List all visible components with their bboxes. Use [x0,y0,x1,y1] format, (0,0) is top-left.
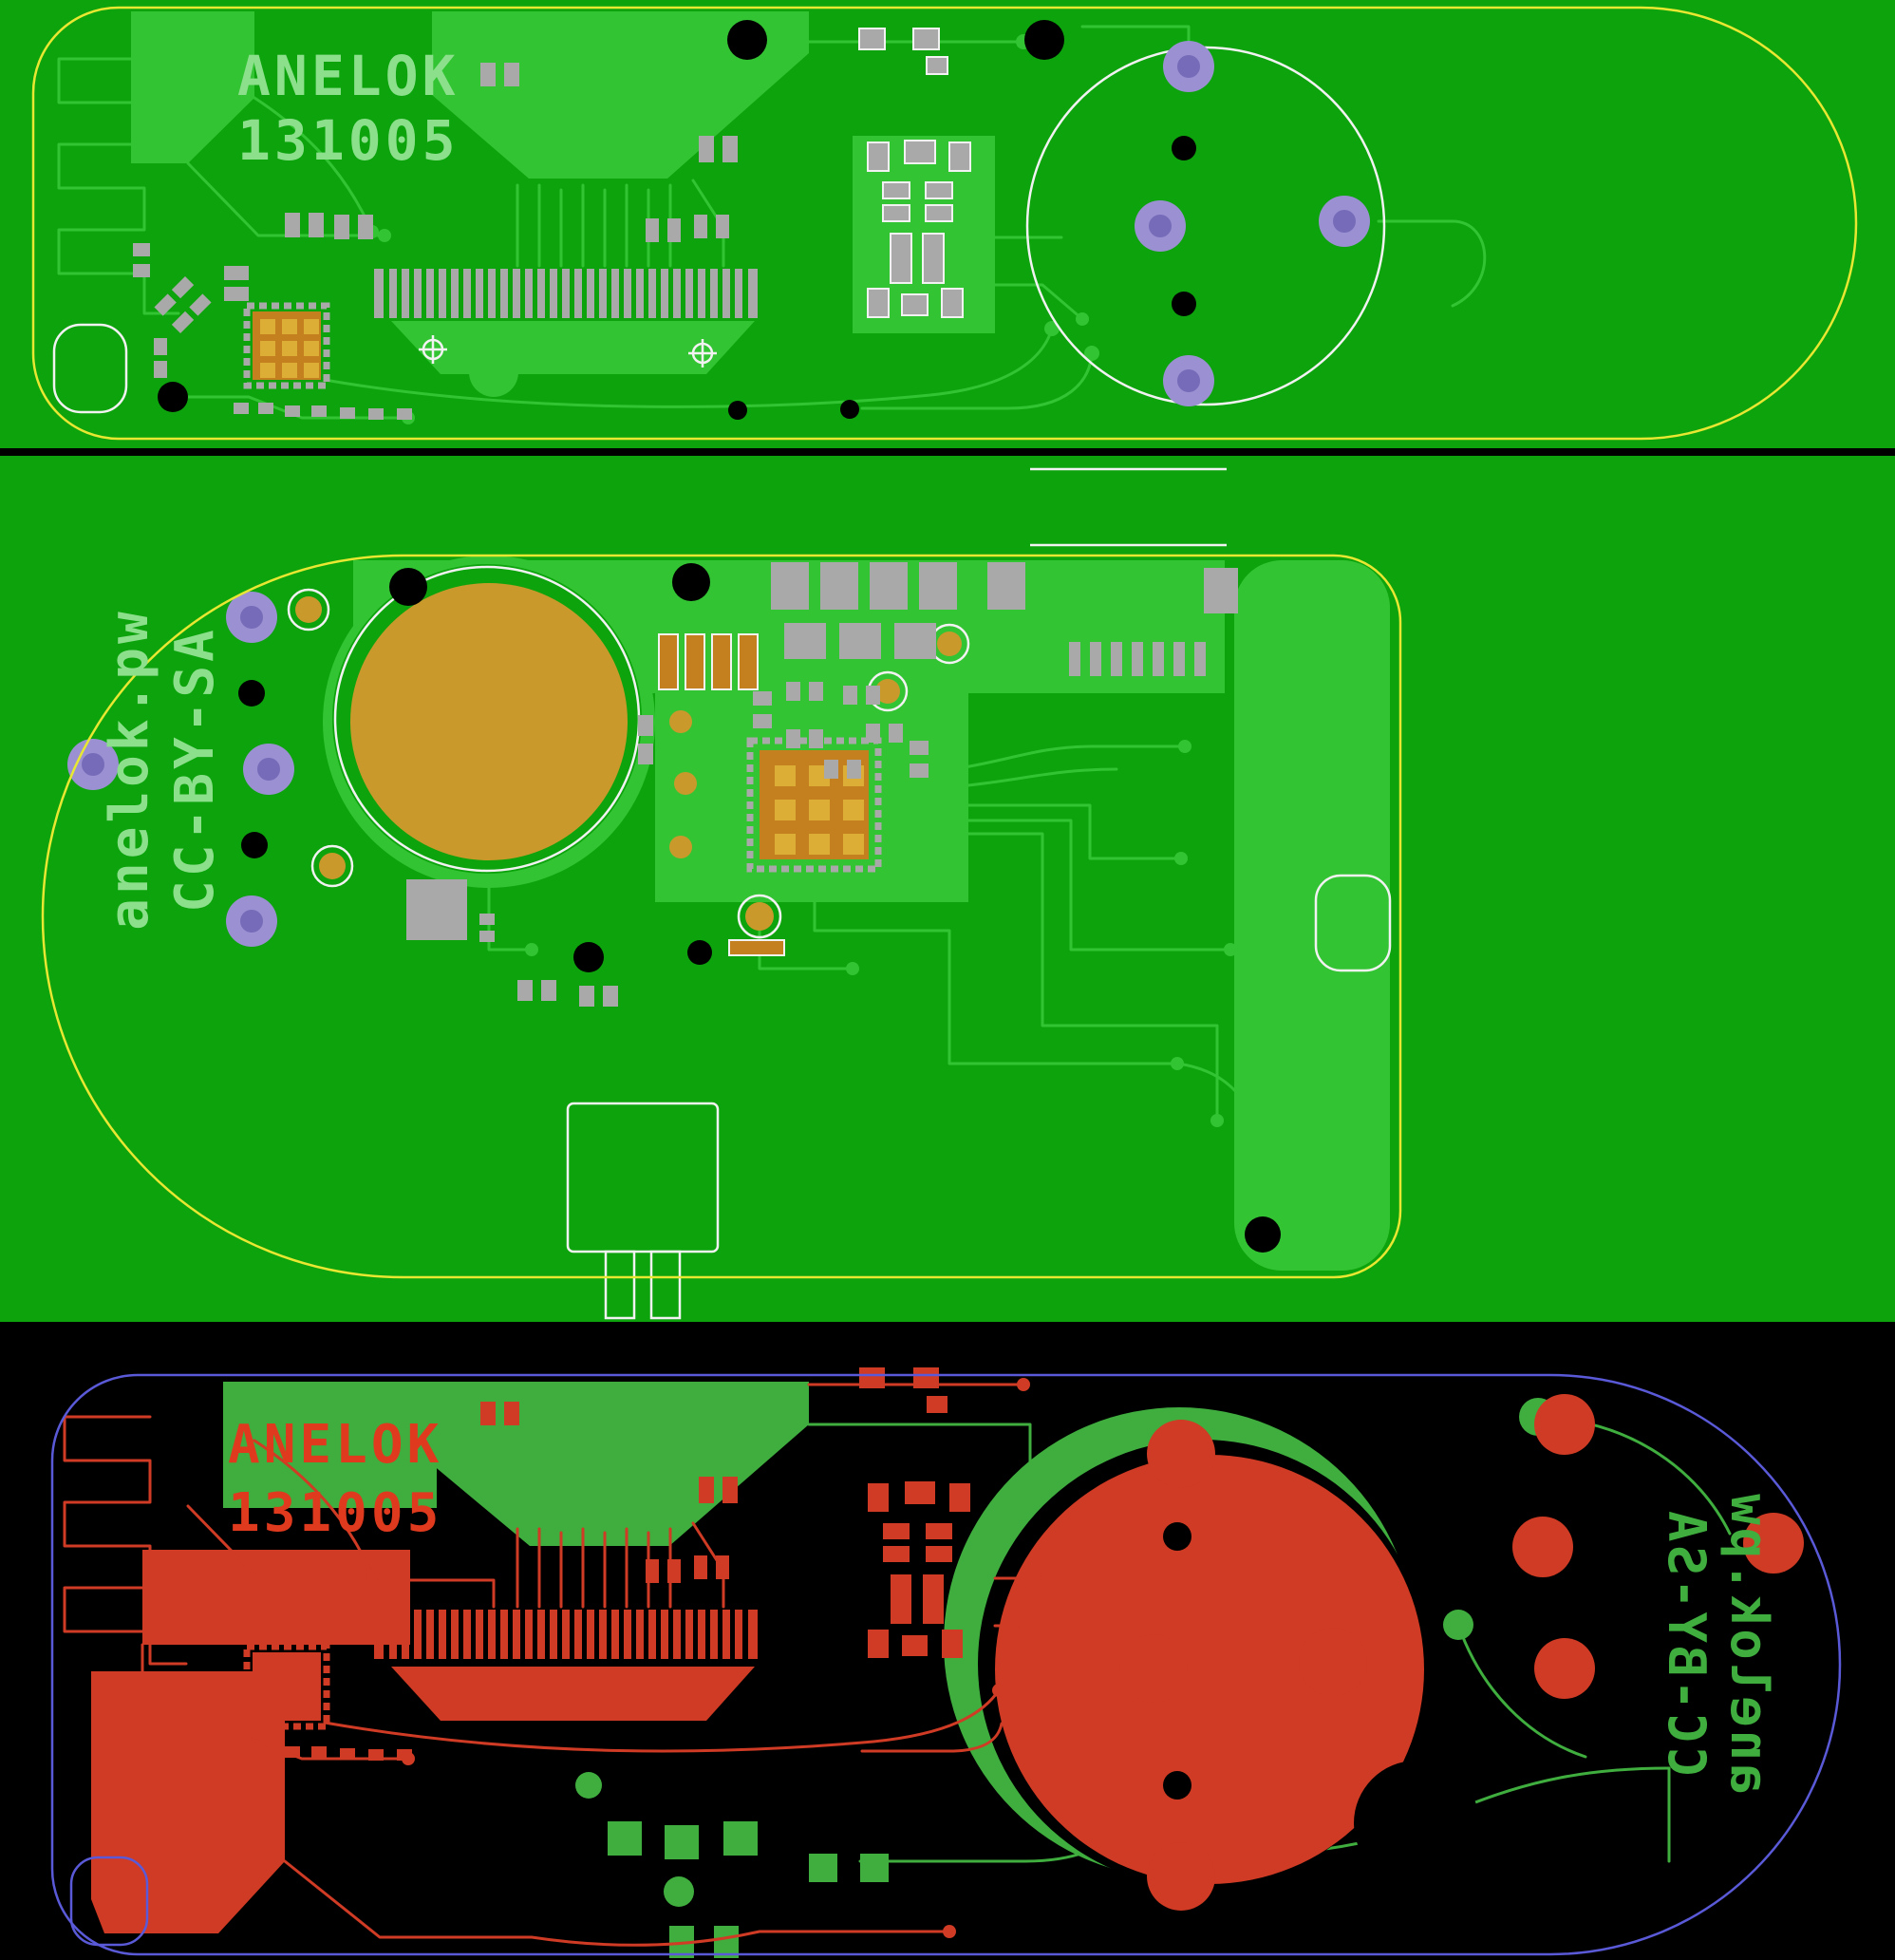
fiducial-crosshair-icon [419,335,717,368]
silk-board-name-combined: ANELOK [228,1414,442,1476]
pcb-bottom-view-panel: anelok.pw CC-BY-SA [0,456,1895,1322]
copper-traces-top [184,25,1487,424]
outlined-components-top [858,28,971,318]
battery-disc-combined [978,1440,1479,1888]
board-outline-bottom [41,554,1402,1279]
battery-holder-pads [1135,41,1370,406]
display-connector-combined [374,1610,758,1659]
usb-connector-outline [566,1102,720,1320]
silk-license-text: CC-BY-SA [164,626,226,913]
lanyard-slot-outline [52,323,128,414]
alignment-marks [1030,467,1227,547]
silk-license-mirrored-text: CC-BY-SA [1657,1508,1717,1778]
passive-components-top [133,63,738,420]
silk-board-rev: 131005 [237,108,460,173]
board-edge-outline-combined [50,1373,1842,1956]
silk-license-vertical: CC-BY-SA [164,626,226,913]
small-pads-row [1069,642,1206,676]
antenna-meander-icon [57,57,180,315]
slot-outline-right [1314,874,1392,972]
silk-license-mirrored: CC-BY-SA [1657,1508,1717,1778]
board-outline-top [31,6,1858,441]
orange-pads [658,633,785,956]
silk-url-mirrored: anelok.pw [1719,1491,1779,1795]
silk-url-vertical: anelok.pw [99,608,160,930]
battery-pad-disc [332,564,642,874]
mcu-qfn-footprint-top [243,302,330,389]
gold-vias [295,596,962,931]
drill-holes-bottom [238,563,1281,1253]
lanyard-slot-outline-combined [69,1856,149,1947]
silk-board-name: ANELOK [237,44,460,108]
display-connector-footprint [374,269,758,318]
battery-pads-combined [1119,1394,1804,1911]
traces-combined-red [141,1378,1041,1947]
pcb-top-view-panel: ANELOK 131005 [0,0,1895,448]
large-pads-top-row [771,562,1238,659]
pcb-combined-view-panel: ANELOK 131005 CC-BY-SA anelok.pw [0,1329,1895,1960]
silk-url-text: anelok.pw [99,608,160,930]
passive-components-bottom [406,682,929,1007]
silk-board-rev-combined: 131005 [228,1482,442,1544]
silk-url-mirrored-text: anelok.pw [1719,1491,1779,1795]
through-hole-pads-purple [67,592,294,947]
drill-holes-top [158,20,1196,420]
top-copper-red-layer [63,1367,1804,1947]
